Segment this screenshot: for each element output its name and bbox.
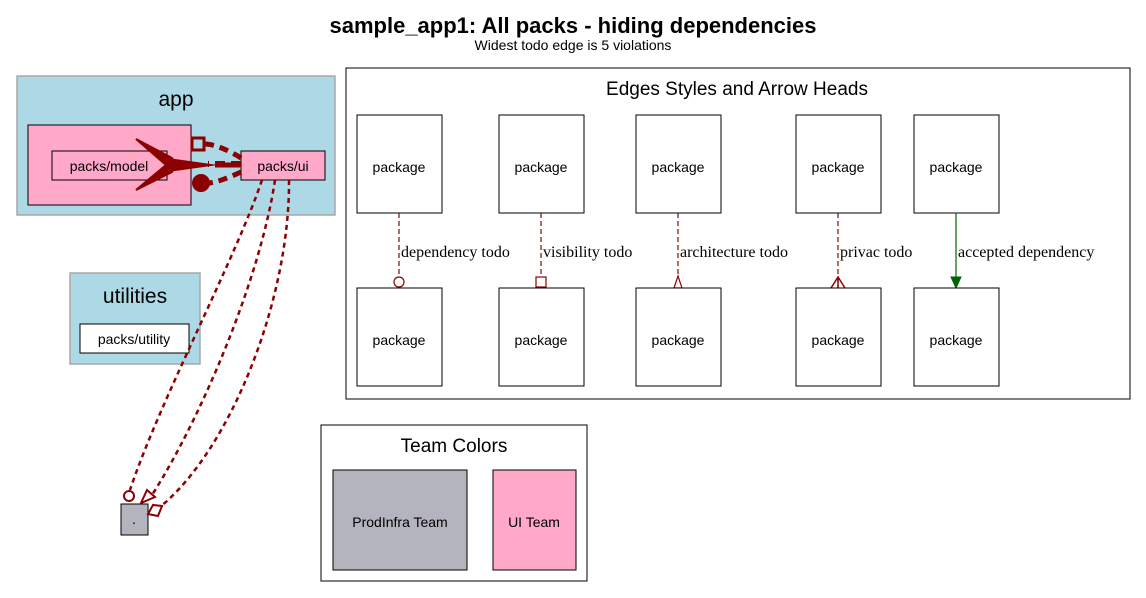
package-root-label: . — [132, 511, 136, 527]
package-ui-box — [240, 150, 326, 181]
legend-normal-arrow-icon — [950, 276, 962, 290]
legend-package-node[interactable] — [795, 114, 882, 214]
legend-odot-icon — [393, 276, 405, 288]
legend-package-node[interactable] — [356, 287, 443, 387]
legend-package-node[interactable] — [913, 114, 1000, 214]
package-model-label: packs/model — [70, 158, 149, 174]
team-ui-swatch — [492, 469, 577, 571]
team-prodinfra-label: ProdInfra Team — [352, 514, 447, 530]
legend-package-node[interactable] — [635, 114, 722, 214]
legend-teams-title: Team Colors — [401, 436, 508, 457]
package-ui-label: packs/ui — [257, 158, 308, 174]
diagram-title: sample_app1: All packs - hiding dependen… — [330, 13, 817, 38]
legend-edge-visibility: package visibility todo package — [498, 114, 632, 387]
legend-teams: Team Colors ProdInfra Team UI Team — [320, 424, 588, 582]
legend-edge-label: architecture todo — [680, 244, 788, 261]
legend-package-label: package — [812, 159, 865, 175]
edge-ui-root-odot-icon — [123, 490, 135, 502]
edges-model-ui — [135, 136, 243, 192]
legend-package-label: package — [373, 332, 426, 348]
edge-ui-root-dependency — [128, 179, 264, 491]
edge-normal-head-icon — [168, 158, 218, 172]
package-utility-node[interactable]: packs/utility — [79, 323, 190, 354]
legend-package-node[interactable] — [635, 287, 722, 387]
legend-edges-box — [345, 67, 1131, 400]
legend-package-label: package — [515, 332, 568, 348]
legend-package-node[interactable] — [356, 114, 443, 214]
edge-odot-head-icon — [192, 174, 210, 192]
package-model-node[interactable]: packs/model — [51, 150, 168, 181]
legend-edges-title: Edges Styles and Arrow Heads — [606, 79, 868, 100]
legend-edge-label: privac todo — [840, 244, 912, 261]
legend-package-label: package — [652, 159, 705, 175]
layer-app: app packs/model packs/ui — [16, 75, 336, 216]
legend-package-node[interactable] — [795, 287, 882, 387]
legend-edges: Edges Styles and Arrow Heads package dep… — [345, 67, 1131, 400]
legend-crow-icon — [830, 275, 846, 289]
edges-ui-root — [123, 179, 291, 518]
team-prodinfra[interactable]: ProdInfra Team — [332, 469, 468, 571]
legend-edge-label: accepted dependency — [958, 244, 1094, 261]
diagram-subtitle: Widest todo edge is 5 violations — [475, 37, 672, 53]
team-ui[interactable]: UI Team — [492, 469, 577, 571]
legend-edge-privacy: package privac todo package — [795, 114, 912, 387]
team-prodinfra-swatch — [332, 469, 468, 571]
edge-ui-root-onormal-icon — [139, 488, 157, 505]
package-root-box — [120, 503, 149, 536]
legend-package-node[interactable] — [913, 287, 1000, 387]
legend-edge-label: visibility todo — [543, 244, 632, 261]
legend-package-label: package — [515, 159, 568, 175]
package-utility-box — [79, 323, 190, 354]
legend-edge-architecture: package architecture todo package — [635, 114, 788, 387]
legend-package-label: package — [930, 159, 983, 175]
edge-ui-root-architecture — [150, 179, 277, 496]
edge-obox-head-icon — [190, 136, 206, 152]
edge-ui-model-visibility — [204, 141, 243, 161]
legend-package-label: package — [652, 332, 705, 348]
edge-ui-root-obox-icon — [146, 503, 164, 518]
package-model-box — [51, 150, 168, 181]
legend-package-label: package — [812, 332, 865, 348]
package-ui-node[interactable]: packs/ui — [240, 150, 326, 181]
legend-package-label: package — [373, 159, 426, 175]
team-ui-label: UI Team — [508, 514, 560, 530]
edge-ui-root-visibility — [159, 179, 291, 508]
legend-package-node[interactable] — [498, 287, 585, 387]
legend-obox-icon — [535, 276, 547, 288]
package-root-node[interactable]: . — [120, 503, 149, 536]
legend-package-label: package — [930, 332, 983, 348]
layer-app-label: app — [158, 88, 193, 111]
legend-edge-dependency: package dependency todo package — [356, 114, 510, 387]
layer-utilities: utilities packs/utility — [69, 272, 201, 365]
layer-utilities-label: utilities — [103, 285, 167, 308]
package-utility-label: packs/utility — [98, 331, 170, 347]
legend-edge-label: dependency todo — [401, 244, 510, 261]
legend-package-node[interactable] — [498, 114, 585, 214]
legend-edge-accepted: package accepted dependency package — [913, 114, 1094, 387]
